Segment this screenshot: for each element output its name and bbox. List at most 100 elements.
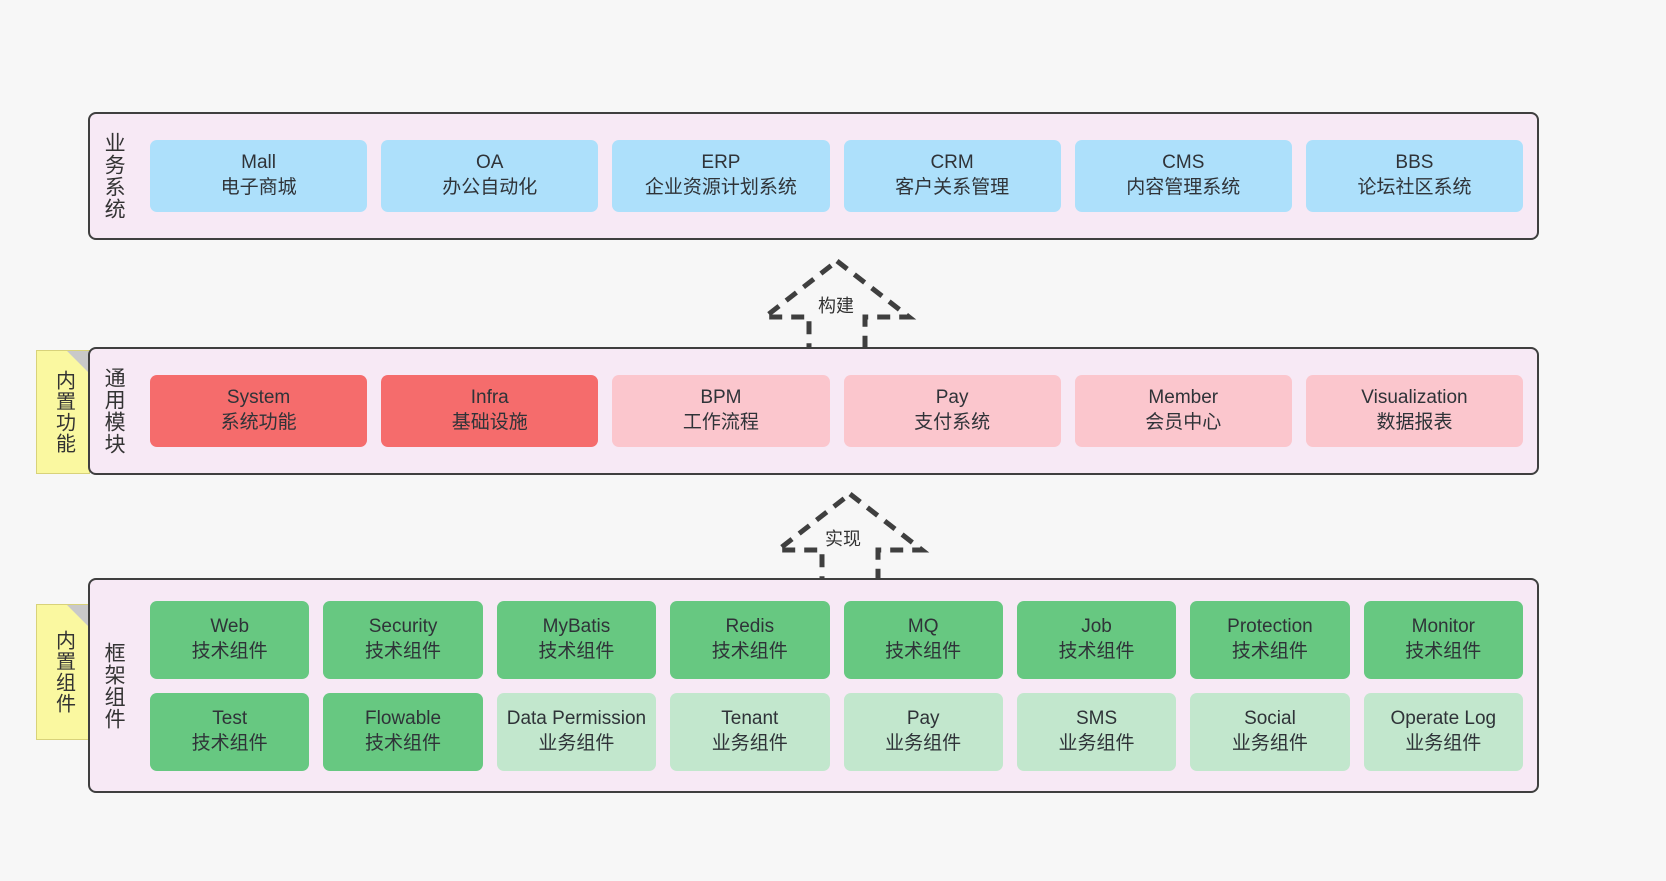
framework-card-flowable[interactable]: Flowable 技术组件 bbox=[323, 692, 483, 771]
card-title: SMS bbox=[1075, 707, 1118, 729]
card-subtitle: 技术组件 bbox=[885, 640, 962, 662]
framework-card-sms[interactable]: SMS 业务组件 bbox=[1016, 692, 1177, 771]
card-subtitle: 技术组件 bbox=[191, 732, 268, 754]
card-title: Job bbox=[1081, 615, 1112, 637]
framework-card-data-permission[interactable]: Data Permission 业务组件 bbox=[496, 692, 657, 771]
dashed-hollow-triangle-arrow-shape bbox=[757, 257, 917, 354]
sticky-note-builtin-components: 内置组件 bbox=[36, 604, 90, 740]
card-title: MyBatis bbox=[542, 615, 611, 637]
framework-card-redis[interactable]: Redis 技术组件 bbox=[670, 600, 830, 679]
framework-card-security[interactable]: Security 技术组件 bbox=[323, 600, 483, 679]
card-subtitle: 技术组件 bbox=[711, 640, 788, 662]
card-subtitle: 技术组件 bbox=[1058, 640, 1135, 662]
business-layer-body: Mall 电子商城 OA 办公自动化 ERP 企业资源计划系统 CRM 客户关系… bbox=[136, 114, 1537, 238]
card-subtitle: 内容管理系统 bbox=[1126, 177, 1241, 198]
card-title: Security bbox=[368, 615, 438, 637]
card-subtitle: 技术组件 bbox=[191, 640, 268, 662]
framework-card-monitor[interactable]: Monitor 技术组件 bbox=[1363, 600, 1523, 679]
card-title: Operate Log bbox=[1390, 707, 1497, 729]
framework-card-web[interactable]: Web 技术组件 bbox=[150, 600, 310, 679]
card-title: BPM bbox=[700, 387, 742, 409]
card-subtitle: 技术组件 bbox=[365, 732, 442, 754]
card-title: System bbox=[226, 387, 291, 409]
card-title: Redis bbox=[725, 615, 775, 637]
card-subtitle: 论坛社区系统 bbox=[1357, 177, 1472, 198]
sticky-note-label: 内置功能 bbox=[52, 370, 75, 454]
card-subtitle: 支付系统 bbox=[914, 412, 991, 433]
business-layer-label: 业务系统 bbox=[102, 132, 126, 220]
card-subtitle: 基础设施 bbox=[451, 412, 528, 433]
framework-layer-body: Web 技术组件 Security 技术组件 MyBatis 技术组件 Redi… bbox=[136, 580, 1537, 791]
card-subtitle: 会员中心 bbox=[1145, 412, 1222, 433]
business-card-bbs[interactable]: BBS 论坛社区系统 bbox=[1305, 140, 1524, 212]
module-card-pay[interactable]: Pay 支付系统 bbox=[843, 375, 1061, 447]
business-systems-layer: 业务系统 Mall 电子商城 OA 办公自动化 ERP 企业资源计划系统 CRM… bbox=[88, 112, 1539, 240]
framework-card-operate-log[interactable]: Operate Log 业务组件 bbox=[1363, 692, 1523, 771]
card-title: Mall bbox=[241, 152, 276, 174]
card-title: Monitor bbox=[1411, 615, 1475, 637]
card-subtitle: 技术组件 bbox=[365, 640, 442, 662]
card-subtitle: 技术组件 bbox=[1405, 640, 1482, 662]
card-title: Tenant bbox=[721, 707, 779, 729]
framework-card-job[interactable]: Job 技术组件 bbox=[1016, 600, 1177, 679]
framework-card-social[interactable]: Social 业务组件 bbox=[1190, 692, 1350, 771]
card-subtitle: 技术组件 bbox=[538, 640, 615, 662]
card-title: ERP bbox=[701, 152, 741, 174]
card-subtitle: 办公自动化 bbox=[442, 177, 538, 198]
sticky-note-builtin-features: 内置功能 bbox=[36, 350, 90, 474]
framework-card-mybatis[interactable]: MyBatis 技术组件 bbox=[496, 600, 657, 679]
card-subtitle: 业务组件 bbox=[1405, 732, 1482, 754]
card-subtitle: 业务组件 bbox=[711, 732, 788, 754]
card-title: Pay bbox=[906, 707, 940, 729]
card-subtitle: 系统功能 bbox=[220, 412, 297, 433]
module-card-bpm[interactable]: BPM 工作流程 bbox=[612, 375, 830, 447]
business-card-crm[interactable]: CRM 客户关系管理 bbox=[843, 140, 1061, 212]
implement-relation-label: 实现 bbox=[825, 529, 861, 549]
card-title: CMS bbox=[1162, 152, 1205, 174]
business-card-erp[interactable]: ERP 企业资源计划系统 bbox=[612, 140, 830, 212]
card-title: Test bbox=[212, 707, 248, 729]
module-card-infra[interactable]: Infra 基础设施 bbox=[381, 375, 599, 447]
card-subtitle: 业务组件 bbox=[1231, 732, 1308, 754]
framework-card-row-2: Test 技术组件 Flowable 技术组件 Data Permission … bbox=[150, 692, 1523, 771]
framework-card-mq[interactable]: MQ 技术组件 bbox=[843, 600, 1003, 679]
module-card-system[interactable]: System 系统功能 bbox=[150, 375, 368, 447]
card-title: BBS bbox=[1395, 152, 1434, 174]
business-card-row: Mall 电子商城 OA 办公自动化 ERP 企业资源计划系统 CRM 客户关系… bbox=[150, 140, 1524, 212]
module-card-visualization[interactable]: Visualization 数据报表 bbox=[1305, 375, 1524, 447]
dashed-hollow-triangle-arrow-shape bbox=[770, 490, 930, 587]
business-card-oa[interactable]: OA 办公自动化 bbox=[381, 140, 599, 212]
sticky-note-label: 内置组件 bbox=[52, 630, 75, 714]
business-card-cms[interactable]: CMS 内容管理系统 bbox=[1074, 140, 1292, 212]
card-subtitle: 客户关系管理 bbox=[895, 177, 1010, 198]
card-title: Pay bbox=[935, 387, 969, 409]
card-subtitle: 技术组件 bbox=[1231, 640, 1308, 662]
card-subtitle: 业务组件 bbox=[538, 732, 615, 754]
build-relation-arrow bbox=[757, 257, 917, 354]
modules-card-row: System 系统功能 Infra 基础设施 BPM 工作流程 Pay 支付系统… bbox=[150, 375, 1524, 447]
modules-layer-label: 通用模块 bbox=[102, 367, 126, 455]
business-card-mall[interactable]: Mall 电子商城 bbox=[150, 140, 368, 212]
implement-relation-arrow bbox=[770, 490, 930, 587]
card-title: Flowable bbox=[365, 707, 442, 729]
framework-card-test[interactable]: Test 技术组件 bbox=[150, 692, 310, 771]
framework-components-layer: 框架组件 Web 技术组件 Security 技术组件 MyBatis 技术组件… bbox=[88, 578, 1539, 793]
card-title: Infra bbox=[470, 387, 509, 409]
card-subtitle: 数据报表 bbox=[1376, 412, 1453, 433]
card-title: Data Permission bbox=[506, 707, 647, 729]
card-title: MQ bbox=[907, 615, 939, 637]
module-card-member[interactable]: Member 会员中心 bbox=[1074, 375, 1292, 447]
framework-card-tenant[interactable]: Tenant 业务组件 bbox=[670, 692, 830, 771]
card-title: Visualization bbox=[1361, 387, 1468, 409]
framework-card-pay[interactable]: Pay 业务组件 bbox=[843, 692, 1003, 771]
common-modules-layer: 通用模块 System 系统功能 Infra 基础设施 BPM 工作流程 Pay… bbox=[88, 347, 1539, 475]
framework-card-protection[interactable]: Protection 技术组件 bbox=[1190, 600, 1350, 679]
card-title: Web bbox=[210, 615, 250, 637]
framework-card-row-1: Web 技术组件 Security 技术组件 MyBatis 技术组件 Redi… bbox=[150, 600, 1523, 679]
card-title: Social bbox=[1244, 707, 1296, 729]
card-subtitle: 电子商城 bbox=[220, 177, 297, 198]
card-subtitle: 业务组件 bbox=[885, 732, 962, 754]
card-title: OA bbox=[476, 152, 504, 174]
card-subtitle: 企业资源计划系统 bbox=[644, 177, 797, 198]
card-subtitle: 业务组件 bbox=[1058, 732, 1135, 754]
